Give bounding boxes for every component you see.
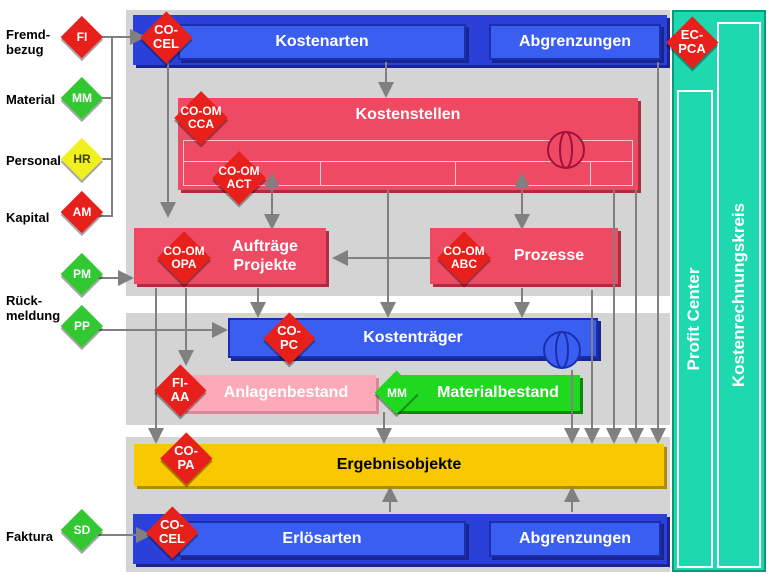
abgrenzungen-bottom-box: Abgrenzungen — [489, 521, 661, 557]
ec-pca-text: EC- PCA — [678, 27, 706, 56]
ec-pca-diamond: EC- PCA — [665, 15, 718, 68]
personal-module-text: HR — [73, 151, 91, 166]
co-om-cca-diamond: CO-OM CCA — [173, 90, 228, 145]
co-pa-text: CO- PA — [174, 443, 198, 472]
kostenrechnungskreis-inner — [717, 22, 761, 568]
co-pa-diamond: CO- PA — [159, 431, 212, 484]
kostenstellen-grid-div1 — [320, 162, 321, 186]
kapital-module-diamond: AM — [60, 190, 103, 233]
co-cel-bottom-diamond: CO- CEL — [145, 505, 198, 558]
pp-module-text: PP — [73, 318, 90, 333]
kostenstellen-grid — [183, 140, 633, 162]
co-om-act-text: CO-OM ACT — [218, 164, 260, 191]
fi-aa-diamond: FI- AA — [153, 363, 206, 416]
fremdbezug-module-text: FI — [76, 29, 88, 44]
rueckmeldung-module-diamond: PM — [60, 252, 103, 295]
co-cel-top-diamond: CO- CEL — [139, 10, 192, 63]
co-cel-top-text: CO- CEL — [153, 22, 179, 51]
ergebnisobjekte-box: Ergebnisobjekte — [134, 444, 664, 486]
mm-text: MM — [387, 385, 407, 400]
kapital-module-text: AM — [72, 204, 92, 219]
material-label: Material — [6, 92, 56, 107]
co-om-opa-text: CO-OM OPA — [163, 244, 205, 271]
fremdbezug-module-diamond: FI — [60, 15, 103, 58]
anlagenbestand-box: Anlagenbestand — [182, 375, 376, 411]
kapital-label: Kapital — [6, 210, 50, 225]
material-module-diamond: MM — [60, 76, 103, 119]
personal-module-diamond: HR — [60, 137, 103, 180]
kostenstellen-cycle-icon — [547, 131, 585, 169]
faktura-module-text: SD — [73, 522, 91, 537]
rueckmeldung-label: Rück- meldung — [6, 293, 61, 323]
erloesarten-box: Erlösarten — [178, 521, 466, 557]
faktura-label: Faktura — [6, 529, 53, 544]
pp-module-diamond: PP — [60, 304, 103, 347]
kostenstellen-grid-div2 — [455, 162, 456, 186]
fremdbezug-label: Fremd- bezug — [6, 27, 51, 57]
personal-label: Personal — [6, 153, 61, 168]
abgrenzungen-top-box: Abgrenzungen — [489, 24, 661, 60]
fi-aa-text: FI- AA — [170, 375, 190, 404]
materialbestand-box: Materialbestand — [392, 375, 580, 411]
co-cel-bottom-text: CO- CEL — [159, 517, 185, 546]
faktura-module-diamond: SD — [60, 508, 103, 551]
co-om-act-diamond: CO-OM ACT — [211, 150, 266, 205]
co-om-cca-text: CO-OM CCA — [180, 104, 222, 131]
material-module-text: MM — [72, 90, 92, 105]
kostenstellen-grid-row — [183, 162, 633, 186]
kostenstellen-grid-div3 — [590, 162, 591, 186]
co-pc-text: CO- PC — [277, 323, 301, 352]
kostentraeger-cycle-icon — [543, 331, 581, 369]
kostenarten-box: Kostenarten — [178, 24, 466, 60]
rueckmeldung-module-text: PM — [73, 266, 91, 281]
kostenrechnungskreis-panel — [672, 10, 766, 572]
mm-diamond: MM — [374, 370, 419, 415]
co-om-opa-diamond: CO-OM OPA — [156, 230, 211, 285]
profit-center-panel — [677, 90, 713, 568]
co-pc-diamond: CO- PC — [262, 311, 315, 364]
co-om-abc-diamond: CO-OM ABC — [436, 230, 491, 285]
co-om-abc-text: CO-OM ABC — [443, 244, 485, 271]
